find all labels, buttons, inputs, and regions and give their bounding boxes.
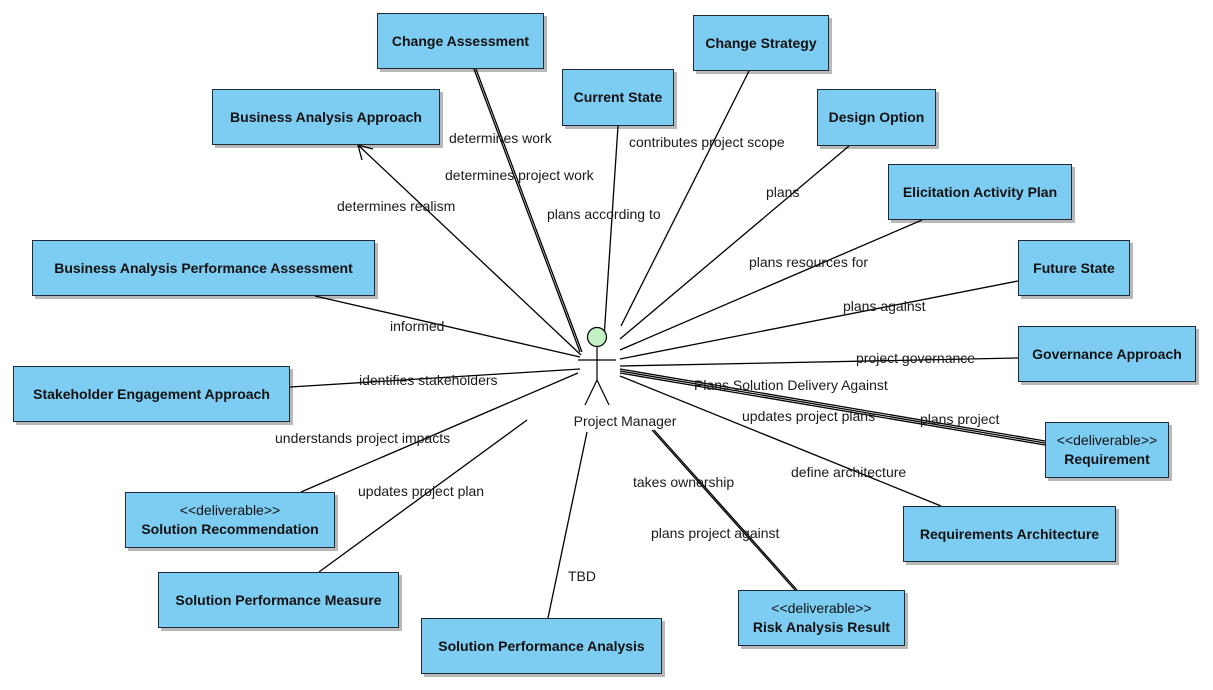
label-plans-project: plans project <box>920 411 1000 427</box>
node-current-state[interactable]: Current State <box>562 69 674 126</box>
node-name: Current State <box>573 89 663 105</box>
label-informed: informed <box>390 318 445 334</box>
edge-business-analysis-approach <box>357 144 582 356</box>
edge-solution-performance-analysis <box>547 431 588 619</box>
label-updates-project-plan: updates project plan <box>358 483 485 499</box>
label-plans-against: plans against <box>843 298 926 314</box>
node-name: Solution Performance Analysis <box>438 637 645 654</box>
label-plans-resources-for: plans resources for <box>749 254 869 270</box>
edge-change-assessment-2 <box>475 68 583 353</box>
node-future-state[interactable]: Future State <box>1018 240 1130 296</box>
label-contributes-project-scope: contributes project scope <box>629 134 785 150</box>
edge-requirement <box>619 368 1046 442</box>
label-project-governance: project governance <box>856 350 976 366</box>
node-name: Future State <box>1033 259 1115 276</box>
node-name: Elicitation Activity Plan <box>902 183 1058 200</box>
node-stereotype: <<deliverable>> <box>771 600 872 616</box>
node-name: Stakeholder Engagement Approach <box>33 385 270 402</box>
edge-elicitation-activity-plan <box>619 219 923 351</box>
actor-stick-figure-icon <box>578 326 616 406</box>
node-business-analysis-approach[interactable]: Business Analysis Approach <box>212 89 440 145</box>
node-name: Risk Analysis Result <box>752 619 891 635</box>
node-change-assessment[interactable]: Change Assessment <box>377 13 544 69</box>
node-requirements-architecture[interactable]: Requirements Architecture <box>903 506 1116 562</box>
edge-requirements-architecture <box>619 375 942 507</box>
label-determines-realism: determines realism <box>337 198 456 214</box>
edge-risk-analysis-result-2 <box>653 429 798 591</box>
node-name: Requirements Architecture <box>919 525 1100 542</box>
label-plans-solution-delivery-against: Plans Solution Delivery Against <box>694 377 888 393</box>
arrowhead-icon <box>357 144 374 161</box>
node-name: Governance Approach <box>1032 345 1182 362</box>
edge-ba-performance-assessment <box>314 295 581 358</box>
node-name: Solution Recommendation <box>141 521 319 537</box>
node-name: Requirement <box>1064 451 1150 467</box>
node-solution-recommendation[interactable]: <<deliverable>> Solution Recommendation <box>125 492 335 548</box>
node-stakeholder-engagement-approach[interactable]: Stakeholder Engagement Approach <box>13 366 290 422</box>
node-risk-analysis-result[interactable]: <<deliverable>> Risk Analysis Result <box>738 590 905 646</box>
node-name: Business Analysis Performance Assessment <box>54 259 353 276</box>
node-elicitation-activity-plan[interactable]: Elicitation Activity Plan <box>888 164 1072 220</box>
label-plans-project-against: plans project against <box>651 525 780 541</box>
label-updates-project-plans: updates project plans <box>742 408 876 424</box>
edge-requirement-2 <box>619 370 1046 444</box>
edge-requirement-3 <box>619 372 1046 446</box>
node-stereotype: <<deliverable>> <box>1056 432 1158 448</box>
label-tbd: TBD <box>568 568 596 584</box>
node-name: Change Assessment <box>391 32 530 49</box>
label-plans-according-to: plans according to <box>547 206 661 222</box>
node-business-analysis-performance-assessment[interactable]: Business Analysis Performance Assessment <box>32 240 375 296</box>
node-name: Solution Performance Measure <box>175 591 382 608</box>
edge-solution-recommendation <box>300 372 579 493</box>
edge-current-state <box>603 125 619 339</box>
edge-risk-analysis-result <box>651 429 796 591</box>
node-requirement[interactable]: <<deliverable>> Requirement <box>1045 422 1169 478</box>
node-change-strategy[interactable]: Change Strategy <box>693 15 829 71</box>
label-determines-work: determines work <box>449 130 552 146</box>
edge-future-state <box>619 280 1019 360</box>
edge-change-strategy <box>620 70 750 327</box>
edge-stakeholder-engagement-approach <box>289 368 581 388</box>
label-understands-project-impacts: understands project impacts <box>275 430 451 446</box>
node-name: Change Strategy <box>705 34 817 51</box>
edge-change-assessment <box>473 68 581 353</box>
label-plans: plans <box>766 184 800 200</box>
node-design-option[interactable]: Design Option <box>817 89 936 146</box>
label-takes-ownership: takes ownership <box>633 474 735 490</box>
node-solution-performance-measure[interactable]: Solution Performance Measure <box>158 572 399 628</box>
edge-design-option <box>619 145 850 340</box>
label-define-architecture: define architecture <box>791 464 907 480</box>
node-name: Business Analysis Approach <box>230 108 422 125</box>
node-solution-performance-analysis[interactable]: Solution Performance Analysis <box>421 618 662 674</box>
actor-label: Project Manager <box>573 413 677 429</box>
label-identifies-stakeholders: identifies stakeholders <box>359 372 498 388</box>
label-determines-project-work: determines project work <box>445 167 594 183</box>
node-name: Design Option <box>828 109 925 125</box>
node-stereotype: <<deliverable>> <box>179 502 281 518</box>
edge-governance-approach <box>619 357 1019 367</box>
node-governance-approach[interactable]: Governance Approach <box>1018 326 1196 382</box>
edge-solution-performance-measure <box>318 419 528 573</box>
